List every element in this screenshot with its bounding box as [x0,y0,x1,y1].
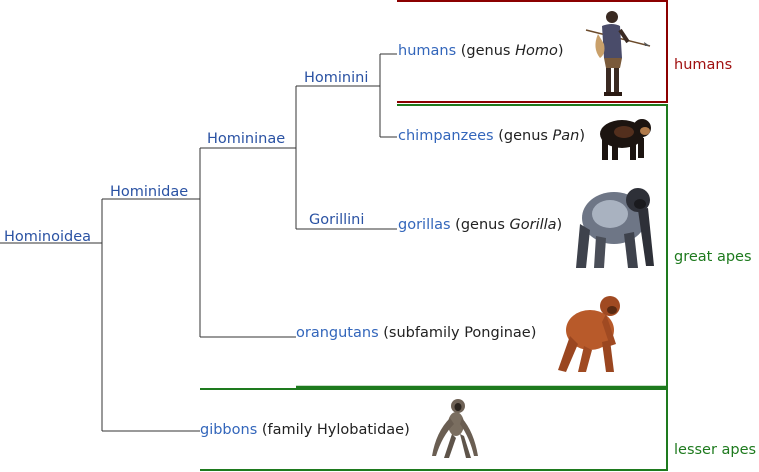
leaf-gorillas-close: ) [556,217,563,233]
humans-group-bracket [397,0,668,103]
node-homininae[interactable]: Homininae [207,131,286,147]
human-figure-icon [585,11,651,96]
leaf-gibbons-text: (family Hylobatidae) [257,422,410,438]
genus-pan: Pan [552,128,580,144]
gibbons-link[interactable]: gibbons [200,422,258,438]
node-hominini[interactable]: Hominini [304,70,369,86]
orangutans-link[interactable]: orangutans [296,325,379,341]
gorilla-icon [576,188,654,268]
node-gorillini[interactable]: Gorillini [309,212,365,228]
chimpanzees-link[interactable]: chimpanzees [398,128,494,144]
node-hominoidea[interactable]: Hominoidea [4,229,92,245]
lesser-apes-group-bracket [200,388,668,471]
leaf-chimps-text: (genus [493,128,553,144]
gorillas-link[interactable]: gorillas [398,217,451,233]
leaf-gibbons: gibbons (family Hylobatidae) [200,421,410,439]
leaf-orangutans: orangutans (subfamily Ponginae) [296,324,536,342]
leaf-orangutans-text: (subfamily Ponginae) [378,325,537,341]
node-hominidae[interactable]: Hominidae [110,184,189,200]
group-label-humans: humans [674,57,733,73]
group-label-lesser-apes: lesser apes [674,442,757,458]
leaf-gorillas-text: (genus [450,217,510,233]
leaf-humans: humans (genus Homo) [398,42,564,60]
group-label-great-apes: great apes [674,249,752,265]
leaf-chimps-close: ) [579,128,586,144]
great-apes-group-bracket [296,104,668,389]
leaf-humans-close: ) [557,43,564,59]
orangutan-icon [558,296,620,372]
humans-link[interactable]: humans [398,43,457,59]
leaf-chimpanzees: chimpanzees (genus Pan) [398,127,585,145]
leaf-humans-text: (genus [456,43,516,59]
chimpanzee-icon [600,119,651,160]
genus-gorilla: Gorilla [509,217,557,233]
gibbon-icon [432,399,478,458]
genus-homo: Homo [515,43,558,59]
leaf-gorillas: gorillas (genus Gorilla) [398,216,562,234]
